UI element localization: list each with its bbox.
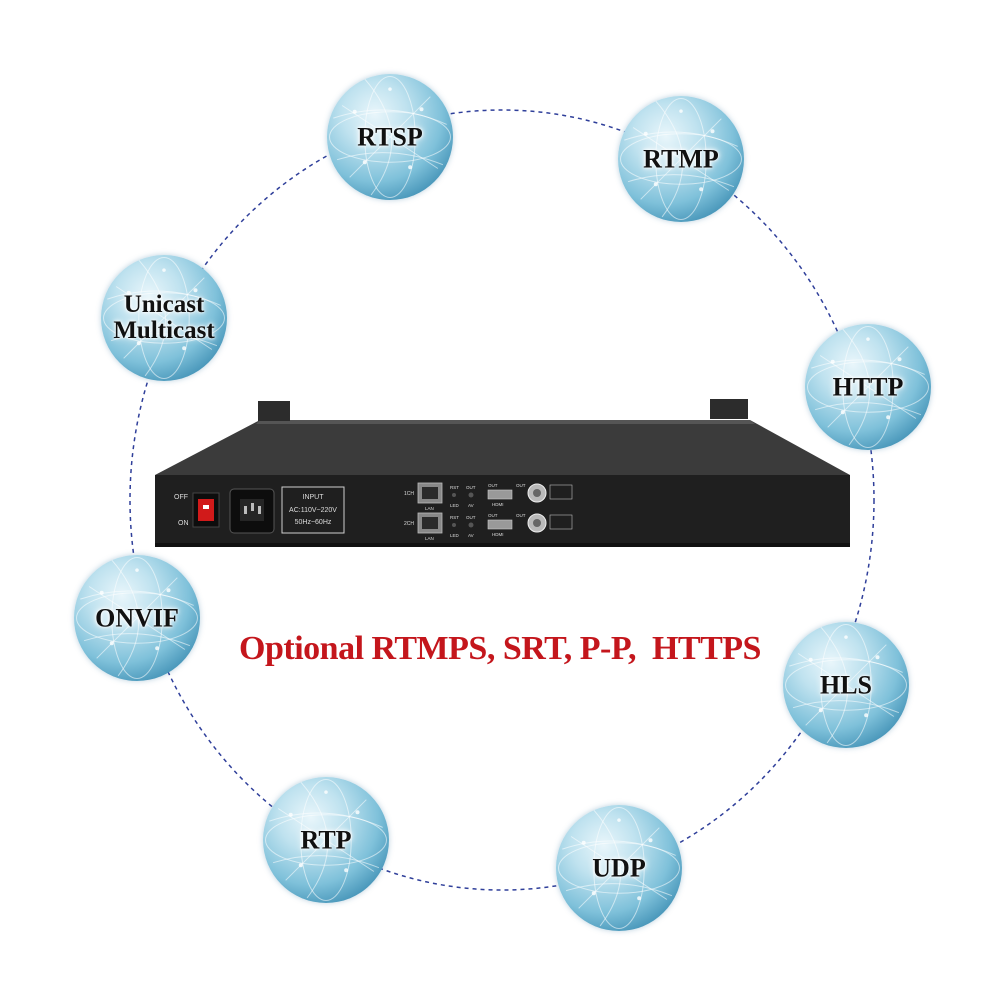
protocol-label: RTP [300, 825, 352, 855]
input-title: INPUT [303, 494, 325, 501]
av-label-1: AV [468, 503, 474, 508]
globe-unicast-multicast: Unicast Multicast [101, 255, 227, 381]
switch-on-label: ON [178, 520, 189, 527]
network-globe-icon [265, 779, 387, 901]
lan-label-1: LAN [425, 506, 434, 511]
protocol-label: Unicast Multicast [101, 290, 227, 345]
network-globe-icon [76, 557, 198, 679]
network-globe-icon [329, 76, 451, 198]
network-globe-icon [620, 98, 742, 220]
av-jack-2 [468, 522, 474, 528]
hdmi-port-1 [487, 489, 513, 500]
network-globe-icon [807, 326, 929, 448]
network-globe-icon [785, 624, 907, 746]
protocol-label-line2: Multicast [113, 317, 215, 344]
switch-off-label: OFF [174, 494, 188, 501]
encoder-device: OFF ON INPUT AC:110V~220V 50Hz~60Hz 1CH … [155, 399, 850, 547]
bnc-out-label-2: OUT [516, 513, 526, 518]
globe-onvif: ONVIF [74, 555, 200, 681]
input-voltage: AC:110V~220V [289, 507, 337, 514]
hdmi-label-1: HDMI [492, 502, 504, 507]
tagline-part1: Optional RTMPS, SRT, P-P, [239, 630, 636, 667]
protocol-label: RTSP [357, 122, 423, 152]
network-globe-icon [558, 807, 680, 929]
reset-button-1 [452, 493, 456, 497]
power-switch-rocker [198, 499, 214, 521]
led-label-1: LED [450, 503, 460, 508]
optional-protocols-tagline: Optional RTMPS, SRT, P-P, HTTPS [0, 630, 1000, 668]
av-jack-1 [468, 492, 474, 498]
rst-label-2: RST [450, 515, 459, 520]
ch2-label: 2CH [404, 521, 414, 527]
led-label-2: LED [450, 533, 460, 538]
dip-switch-2 [549, 514, 573, 530]
hdmi-label-2: HDMI [492, 532, 504, 537]
reset-button-2 [452, 523, 456, 527]
globe-rtp: RTP [263, 777, 389, 903]
out-label-1: OUT [466, 485, 476, 490]
protocol-label: HLS [819, 670, 873, 700]
protocol-label: HTTP [832, 372, 904, 402]
globe-udp: UDP [556, 805, 682, 931]
protocol-label: UDP [592, 853, 646, 883]
globe-rtsp: RTSP [327, 74, 453, 200]
bnc-out-label-1: OUT [516, 483, 526, 488]
protocol-label: RTMP [643, 144, 719, 174]
rack-ear-right [710, 399, 748, 419]
globe-rtmp: RTMP [618, 96, 744, 222]
lan-label-2: LAN [425, 536, 434, 541]
device-top-panel [155, 420, 850, 475]
globe-hls: HLS [783, 622, 909, 748]
protocol-label: ONVIF [95, 603, 179, 633]
hdmi-port-2 [487, 519, 513, 530]
protocol-label-line1: Unicast [123, 290, 205, 318]
rst-label-1: RST [450, 485, 459, 490]
dip-switch-1 [549, 484, 573, 500]
hdmi-out-label-1: OUT [488, 483, 498, 488]
network-globe-icon [103, 257, 225, 379]
hdmi-out-label-2: OUT [488, 513, 498, 518]
tagline-part2: HTTPS [651, 630, 761, 667]
input-rating-box [281, 486, 345, 534]
av-label-2: AV [468, 533, 474, 538]
globe-http: HTTP [805, 324, 931, 450]
out-label-2: OUT [466, 515, 476, 520]
rack-ear-left [258, 401, 290, 421]
ch1-label: 1CH [404, 491, 414, 497]
input-frequency: 50Hz~60Hz [295, 519, 332, 526]
